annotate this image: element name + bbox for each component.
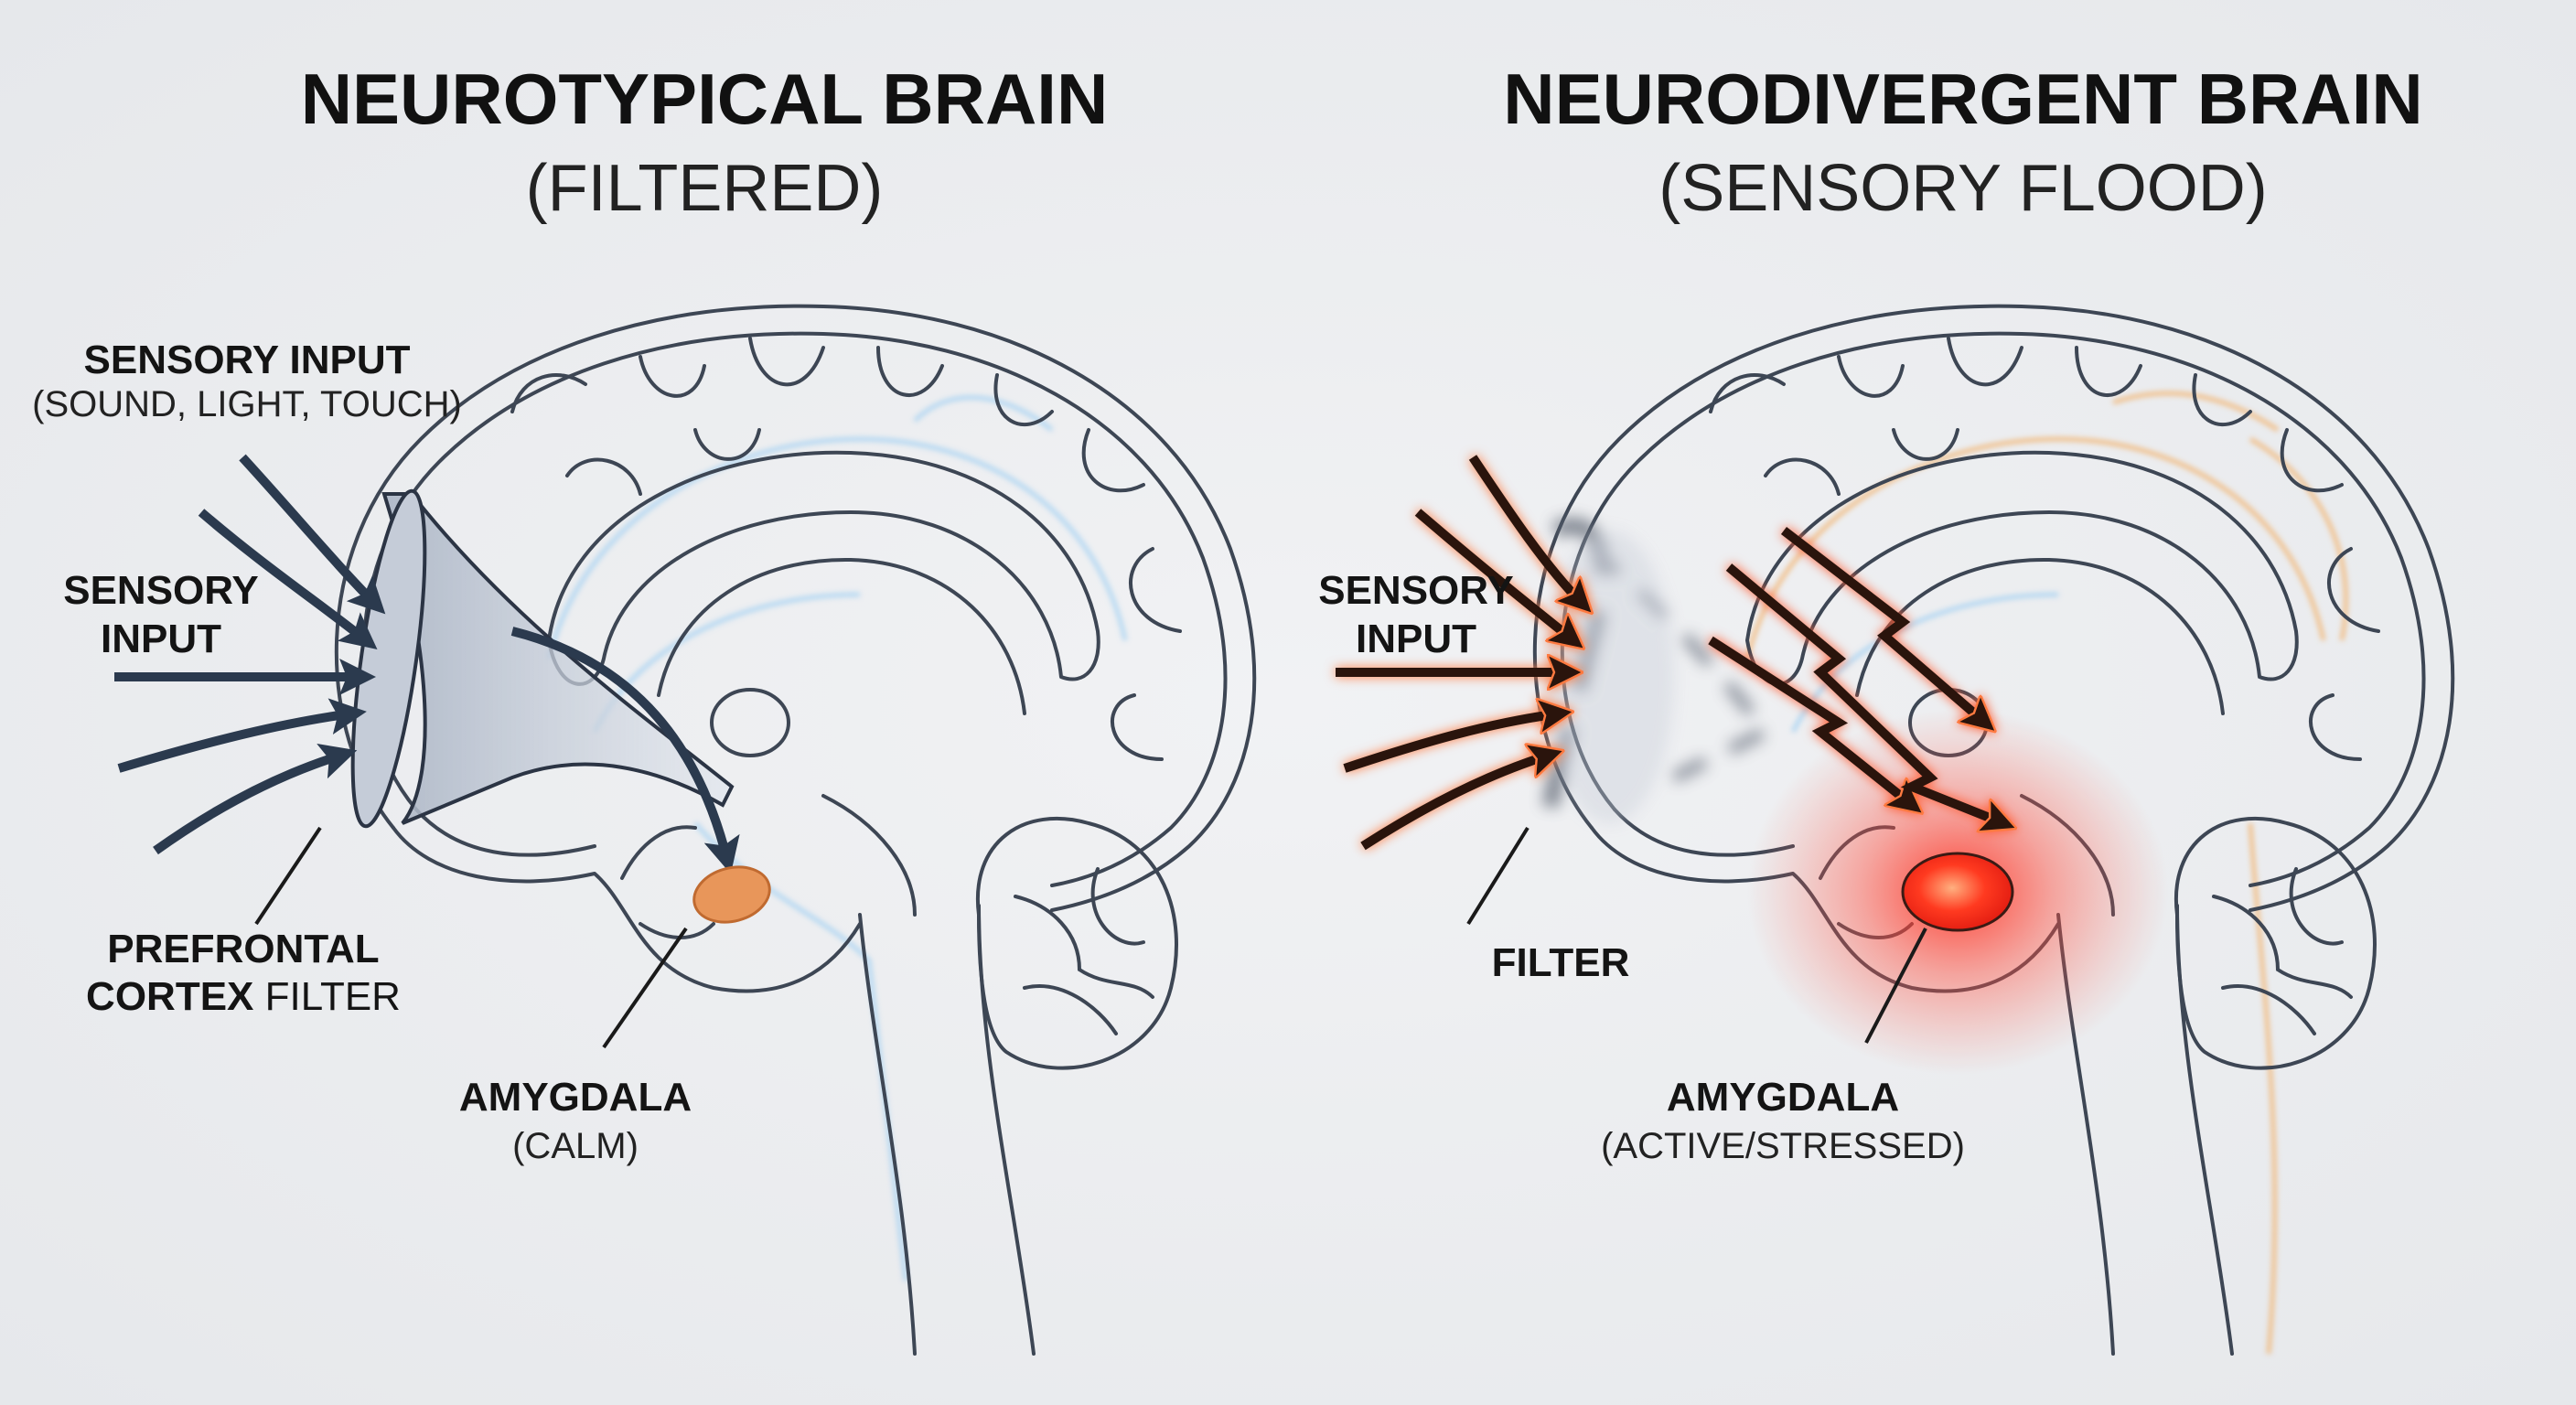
amygdala-state-right: (ACTIVE/STRESSED) bbox=[1601, 1126, 1965, 1166]
sensory-input-detail: (SOUND, LIGHT, TOUCH) bbox=[32, 384, 462, 424]
right-subtitle: (SENSORY FLOOD) bbox=[1658, 152, 2267, 225]
filter-leader-line bbox=[1466, 826, 1530, 926]
sensory-input-label-top: SENSORY INPUT bbox=[84, 338, 411, 382]
amygdala-leader-line bbox=[602, 927, 688, 1049]
filter-leader-line bbox=[254, 826, 322, 926]
left-title: NEUROTYPICAL BRAIN bbox=[301, 59, 1109, 139]
neurodivergent-brain bbox=[1336, 304, 2455, 1356]
cortex-word: CORTEX bbox=[86, 974, 253, 1019]
amygdala-state-left: (CALM) bbox=[512, 1126, 639, 1166]
sensory-input-label-line1: SENSORY bbox=[63, 568, 259, 613]
amygdala-label-left: AMYGDALA bbox=[459, 1075, 692, 1120]
amygdala-label-right: AMYGDALA bbox=[1667, 1075, 1899, 1120]
filter-word: FILTER bbox=[265, 974, 401, 1019]
sensory-input-label-line1-right: SENSORY bbox=[1318, 568, 1514, 613]
filter-label-right: FILTER bbox=[1492, 940, 1630, 985]
right-title: NEURODIVERGENT BRAIN bbox=[1503, 59, 2422, 139]
prefrontal-filter-funnel bbox=[350, 488, 735, 829]
filtered-signal-arrow bbox=[510, 627, 740, 874]
prefrontal-label-line2: CORTEX FILTER bbox=[86, 974, 401, 1019]
neurotypical-brain bbox=[113, 304, 1257, 1356]
brain-outline bbox=[334, 304, 1257, 1356]
sensory-flood-arrows bbox=[1336, 455, 1583, 851]
lightning-arrows bbox=[1708, 527, 2003, 823]
left-subtitle: (FILTERED) bbox=[526, 152, 884, 225]
prefrontal-label-line1: PREFRONTAL bbox=[107, 927, 379, 971]
sensory-input-arrows bbox=[113, 454, 386, 855]
amygdala-leader-line bbox=[1864, 928, 1927, 1044]
neural-pathways-flood bbox=[1744, 391, 2348, 1355]
sensory-input-label-line2: INPUT bbox=[101, 617, 221, 661]
amygdala-calm bbox=[692, 865, 771, 924]
sensory-input-label-line2-right: INPUT bbox=[1356, 617, 1476, 661]
amygdala-stressed bbox=[1901, 852, 2014, 932]
